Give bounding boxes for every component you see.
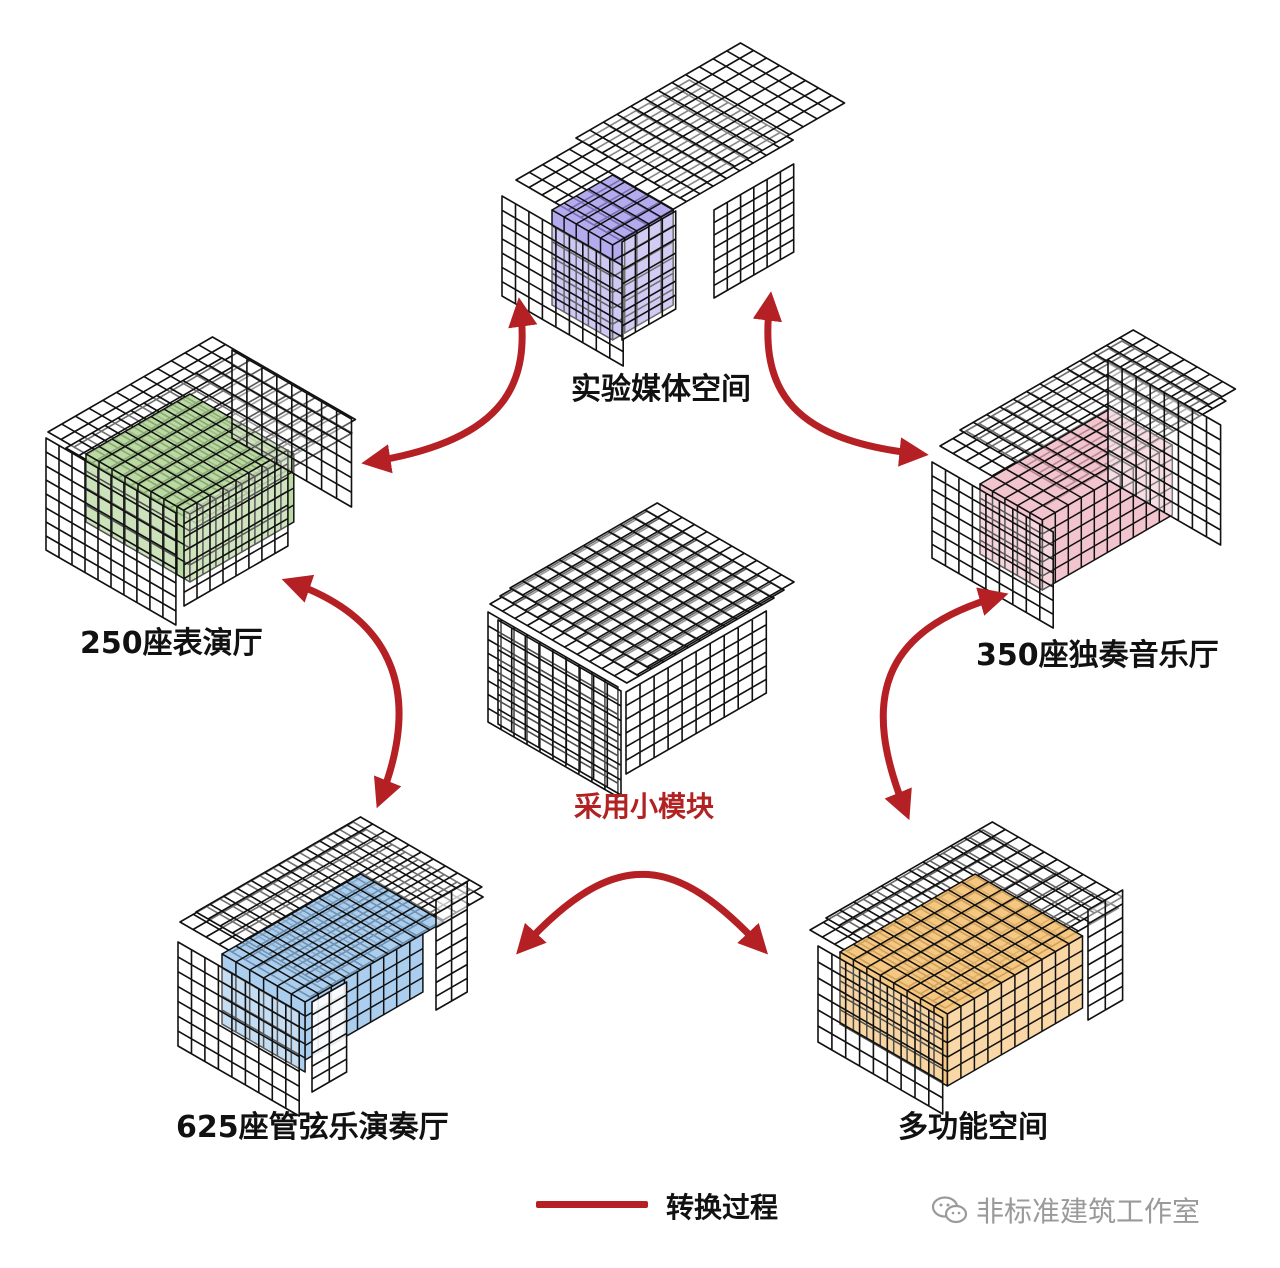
arrow-top-to-left <box>361 297 538 474</box>
module-small-module <box>487 502 795 798</box>
label-multifunction-space: 多功能空间 <box>898 1110 1048 1145</box>
watermark-text: 非标准建筑工作室 <box>976 1195 1201 1228</box>
module-multifunction-space <box>809 821 1124 1115</box>
label-small-module: 采用小模块 <box>574 790 715 823</box>
label-250-seat-hall: 250座表演厅 <box>80 626 263 661</box>
wechat-icon <box>931 1196 968 1224</box>
watermark: 非标准建筑工作室 <box>930 1190 1200 1230</box>
transformation-arrows <box>281 291 1009 955</box>
arrow-right-up-to-down <box>879 587 1009 821</box>
label-350-seat-recital-hall: 350座独奏音乐厅 <box>976 638 1219 673</box>
arrow-bottom-left-right <box>516 870 769 955</box>
label-experimental-media-space: 实验媒体空间 <box>571 372 751 407</box>
label-625-seat-orchestral-hall: 625座管弦乐演奏厅 <box>176 1110 449 1145</box>
module-625-seat-orchestral-hall <box>177 816 484 1117</box>
legend-line-swatch <box>536 1201 648 1208</box>
legend-label: 转换过程 <box>666 1191 779 1224</box>
module-250-seat-hall <box>45 336 357 626</box>
arrow-top-to-right <box>752 291 929 467</box>
arrow-left-up-to-down <box>281 574 403 809</box>
module-350-seat-recital-hall <box>931 329 1237 629</box>
module-experimental-media-space <box>501 42 846 367</box>
